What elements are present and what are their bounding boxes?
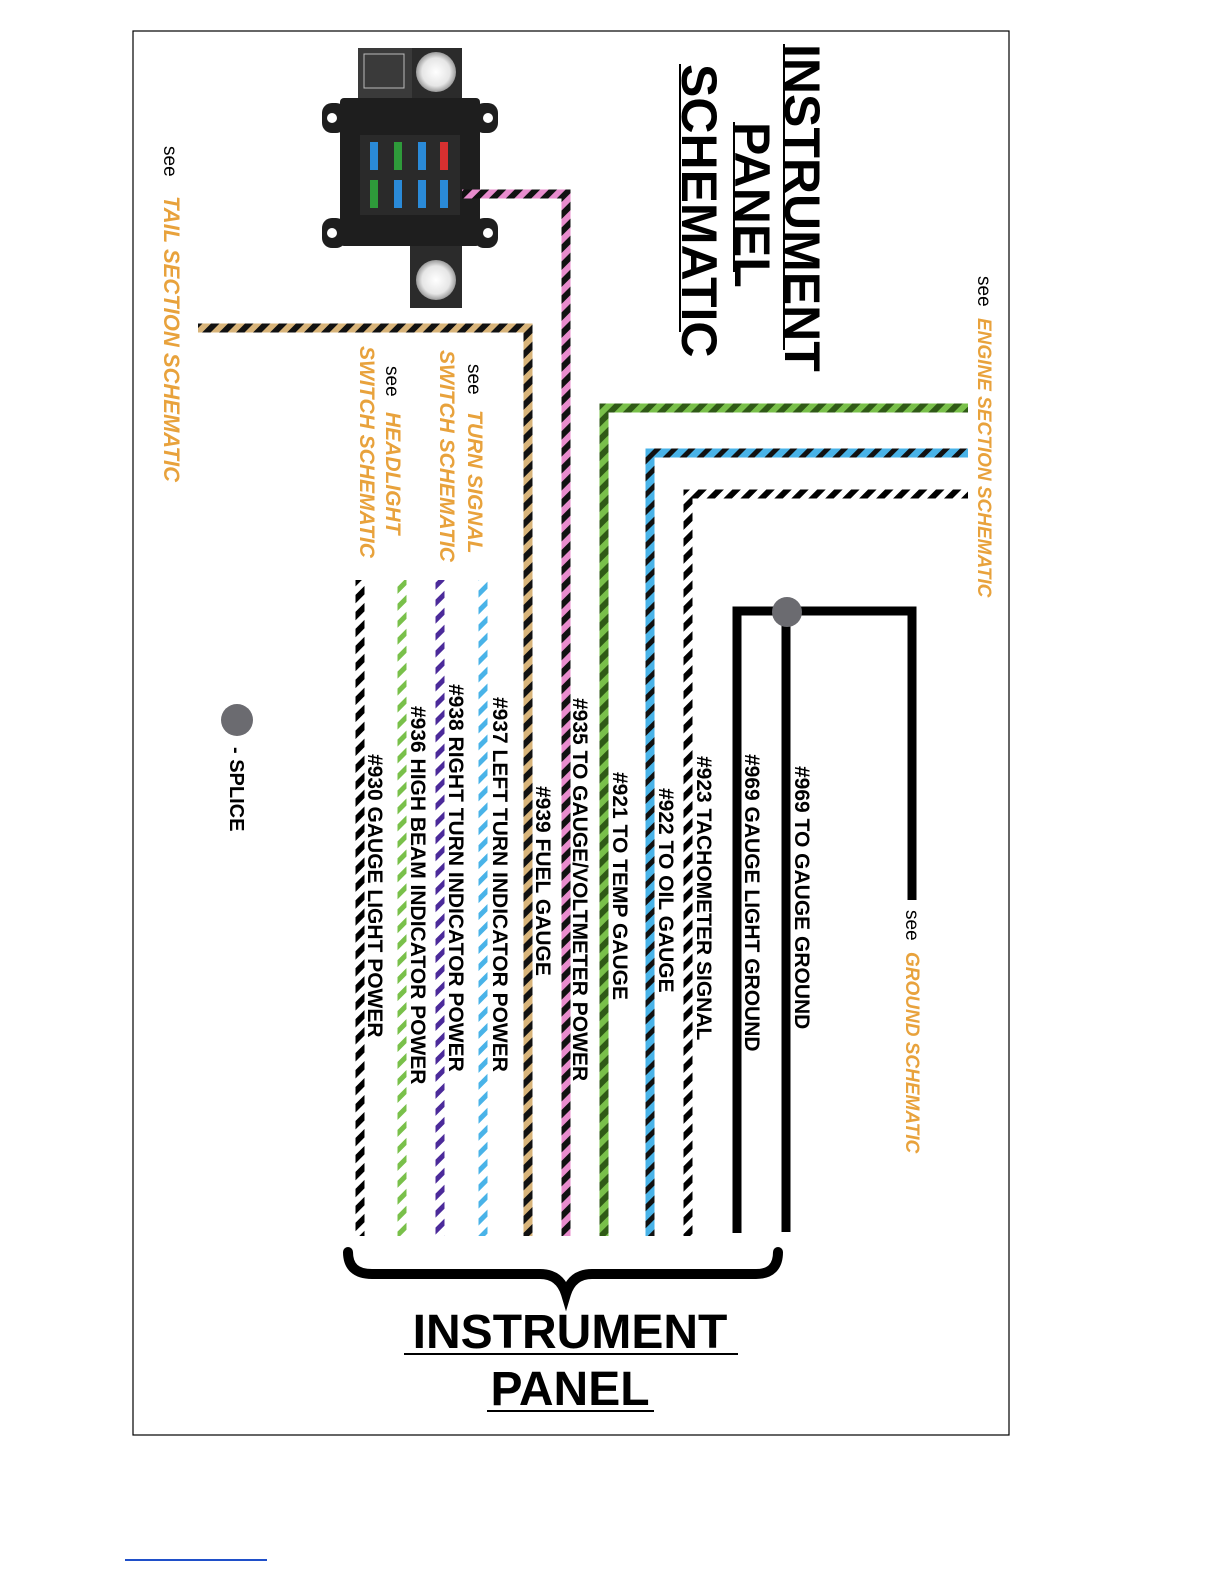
wire-923: [683, 489, 968, 1236]
wire-label-936: #936 HIGH BEAM INDICATOR POWER: [406, 706, 429, 1084]
wire-label-938: #938 RIGHT TURN INDICATOR POWER: [444, 684, 467, 1072]
see-ground: see: [901, 910, 922, 941]
wire-935: [462, 189, 571, 1236]
see-headlight: see: [381, 366, 402, 397]
see-turn: see: [463, 364, 484, 395]
wire-label-921: #921 TO TEMP GAUGE: [608, 772, 631, 1000]
footer-rule: [125, 1559, 267, 1561]
wire-label-939: #939 FUEL GAUGE: [531, 786, 554, 976]
wire-922: [645, 448, 968, 1236]
see-tail: see: [159, 146, 180, 177]
panel-brace: [343, 1247, 783, 1312]
title-block: INSTRUMENT PANEL SCHEMATIC: [671, 44, 830, 372]
headlight-ref-line2: SWITCH SCHEMATIC: [355, 346, 378, 559]
wire-label-969b: #969 TO GAUGE GROUND: [790, 766, 813, 1029]
wire-969-light-ground: [732, 606, 917, 1233]
panel-label-line2: PANEL: [490, 1363, 649, 1416]
panel-label-line1: INSTRUMENT: [413, 1306, 728, 1359]
wire-label-922: #922 TO OIL GAUGE: [654, 788, 677, 993]
title-line1: INSTRUMENT: [774, 44, 830, 372]
see-engine: see: [973, 276, 994, 307]
turn-signal-ref-line1: TURN SIGNAL: [463, 410, 486, 554]
wire-labels: #930 GAUGE LIGHT POWER #936 HIGH BEAM IN…: [363, 684, 813, 1084]
wire-label-935: #935 TO GAUGE/VOLTMETER POWER: [568, 698, 591, 1081]
splice-legend-dot: [221, 704, 253, 736]
tail-section-ref: TAIL SECTION SCHEMATIC: [159, 196, 184, 483]
wire-label-930: #930 GAUGE LIGHT POWER: [363, 754, 386, 1038]
wire-921: [599, 403, 968, 1236]
splice-dot: [772, 597, 802, 627]
ground-ref: GROUND SCHEMATIC: [901, 952, 922, 1154]
fuse-block: [322, 48, 498, 308]
wire-label-937: #937 LEFT TURN INDICATOR POWER: [488, 697, 511, 1072]
wire-label-969a: #969 GAUGE LIGHT GROUND: [740, 754, 763, 1052]
turn-signal-ref-line2: SWITCH SCHEMATIC: [435, 350, 458, 563]
title-line2: PANEL: [724, 122, 780, 288]
diagram-frame: [132, 30, 1010, 1436]
wire-939: [198, 323, 533, 1236]
wire-group: [198, 189, 968, 1236]
headlight-ref-line1: HEADLIGHT: [381, 412, 404, 537]
splice-legend-label: - SPLICE: [225, 747, 247, 831]
engine-section-ref: ENGINE SECTION SCHEMATIC: [973, 318, 994, 598]
wire-label-923: #923 TACHOMETER SIGNAL: [692, 756, 715, 1040]
